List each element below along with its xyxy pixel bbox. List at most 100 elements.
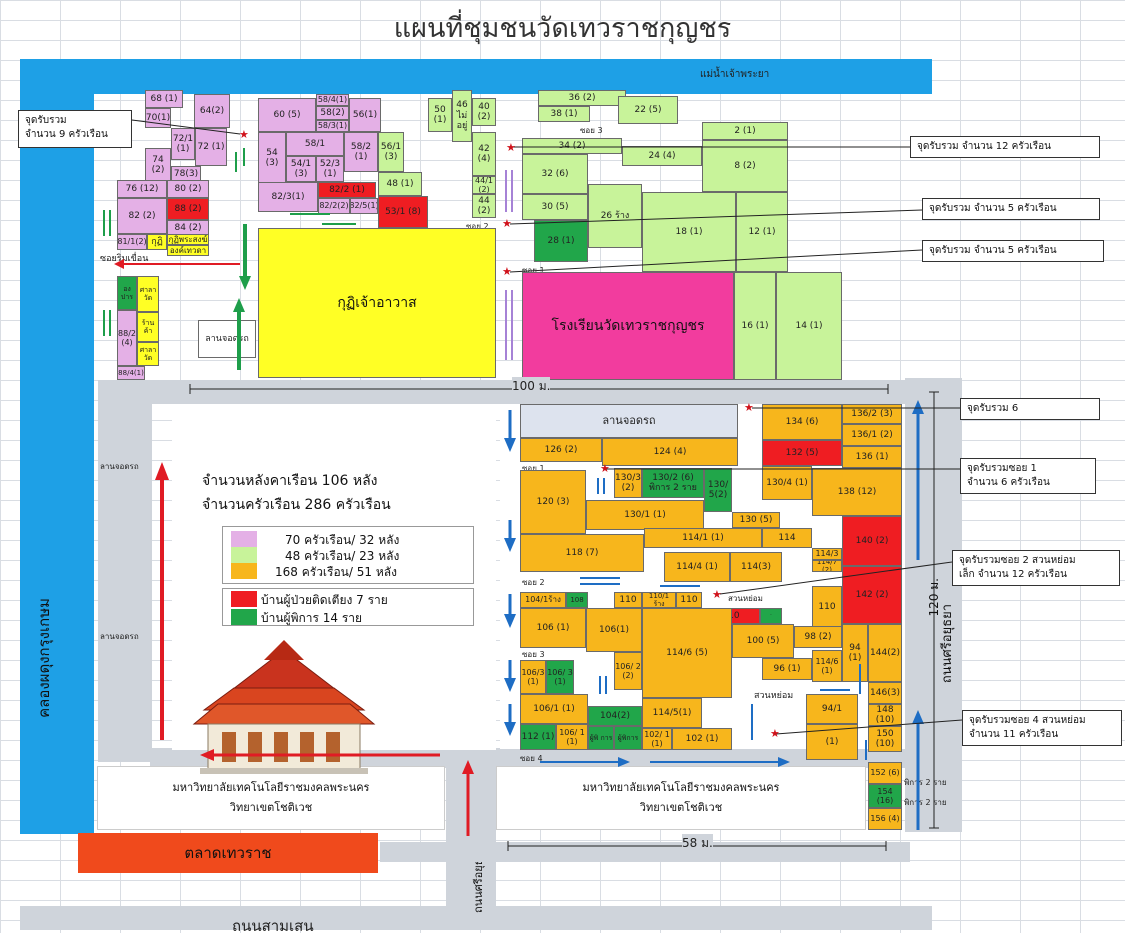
plot: 104/1ร้าง	[520, 592, 566, 608]
plot: 64(2)	[194, 94, 230, 128]
plot: 24 (4)	[622, 146, 702, 166]
plot: 26 ร้าง	[588, 184, 642, 248]
chao-phraya-river	[20, 59, 932, 94]
plot: 130 (5)	[732, 512, 780, 528]
plot: (1)	[806, 724, 858, 760]
legend-swatch	[231, 591, 257, 607]
plot: 14 (1)	[776, 272, 842, 380]
callout-text: จุดรับรวม จำนวน 5 ครัวเรือน	[929, 245, 1057, 256]
gathering-point-star: ★	[712, 588, 722, 601]
plot: 106 (1)	[520, 608, 586, 648]
parking-area: ลานจอดรถ	[198, 320, 256, 358]
market: ตลาดเทวราช	[78, 833, 378, 873]
plot: 54/1 (3)	[286, 156, 316, 182]
plot: 38 (1)	[538, 106, 590, 122]
callout-text: จุดรับรวมซอย 1	[967, 463, 1037, 474]
legend-swatch	[231, 547, 257, 563]
lane-label: ซอยริมเขื่อน	[100, 254, 149, 264]
plot: 102/ 1 (1)	[642, 728, 672, 750]
callout-text: จุดรับรวมซอย 2 สวนหย่อม	[959, 555, 1076, 566]
plot: 108	[566, 592, 588, 608]
dimension-width-top: 100 ม.	[512, 377, 551, 396]
plot: 18 (1)	[642, 192, 736, 272]
plot: 136 (1)	[842, 446, 902, 468]
road-left-lane	[98, 380, 152, 762]
plot: 70(1)	[145, 108, 171, 128]
lane-label: สวนหย่อม	[754, 691, 794, 701]
callout-text: จุดรับรวม 6	[967, 403, 1019, 414]
lane-label: ซอย 3	[522, 650, 545, 659]
monk-quarters: กุฏิเจ้าอาวาส	[258, 228, 496, 378]
plot: 112 (1)	[520, 724, 556, 750]
plot: 82/5(1)	[350, 198, 378, 214]
plot: 8 (2)	[702, 140, 788, 192]
canal-label: คลองผดุงกรุงเกษม	[35, 598, 53, 718]
plot: 82/2 (1)	[318, 182, 376, 198]
legend-text: 70 ครัวเรือน/ 32 หลัง	[285, 533, 400, 547]
houses-stat: จำนวนหลังคาเรือน 106 หลัง	[202, 473, 378, 489]
plot: 126 (2)	[520, 438, 602, 462]
plot: 28 (1)	[534, 220, 588, 262]
plot: องปาร	[117, 276, 137, 310]
plot: 130/3 (2)	[614, 468, 642, 498]
plot: 150 (10)	[868, 726, 902, 752]
plot: 120 (3)	[520, 470, 586, 534]
map-title: แผนที่ชุมชนวัดเทวราชกุญชร	[393, 13, 732, 44]
plot: 58/3(1)	[316, 120, 349, 132]
disabled-note: พิการ 2 ราย	[904, 798, 947, 807]
plot: 114(3)	[730, 552, 782, 582]
plot: 114/5(1)	[642, 698, 702, 728]
legend-text: 168 ครัวเรือน/ 51 หลัง	[275, 565, 397, 579]
plot: ศาลาวัด	[137, 276, 159, 312]
plot: 88/4(1)	[117, 366, 145, 380]
lane-label: ซอย 2	[522, 578, 545, 587]
callout-text: จำนวน 6 ครัวเรือน	[967, 476, 1050, 488]
callout-text: จำนวน 9 ครัวเรือน	[25, 128, 108, 140]
callout-text: จุดรับรวม	[25, 115, 67, 126]
plot: 148 (10)	[868, 704, 902, 726]
university-east-line2: วิทยาเขตโชติเวช	[639, 801, 723, 814]
plot: 94/1	[806, 694, 858, 724]
plot: 114/3	[812, 548, 842, 560]
river-label: แม่น้ำเจ้าพระยา	[700, 69, 770, 80]
plot: 118 (7)	[520, 534, 644, 572]
plot: 82 (2)	[117, 198, 167, 234]
legend-swatch	[231, 531, 257, 547]
callout-point-6: จุดรับรวม 6	[960, 398, 1100, 420]
plot: 56/1 (3)	[378, 132, 404, 172]
university-west-line2: วิทยาเขตโชติเวช	[229, 801, 313, 814]
plot: 106/ 1 (1)	[556, 724, 588, 750]
households-stat: จำนวนครัวเรือน 286 ครัวเรือน	[202, 497, 391, 513]
legend-swatch	[231, 609, 257, 625]
plot: 58/2 (1)	[344, 132, 378, 172]
plot: 144(2)	[868, 624, 902, 682]
lane-label: ซอย 1	[522, 464, 545, 473]
plot: 104(2)	[588, 706, 642, 726]
plot: 106/ 3 (1)	[546, 660, 574, 694]
gathering-point-star: ★	[502, 217, 512, 230]
plot: 81/1(2)	[117, 234, 147, 250]
plot: 80 (2)	[167, 180, 209, 198]
plot: 110	[760, 608, 782, 624]
canal	[20, 59, 94, 834]
plot: 124 (4)	[602, 438, 738, 466]
plot: 60 (5)	[258, 98, 316, 132]
university-east-line1: มหาวิทยาลัยเทคโนโลยีราชมงคลพระนคร	[582, 781, 780, 795]
callout-text: จำนวน 11 ครัวเรือน	[969, 728, 1059, 740]
plot: ผู้พิการ	[614, 726, 642, 750]
plot: 130/1 (1)	[586, 500, 704, 530]
gathering-point-star: ★	[600, 462, 610, 475]
plot: 54 (3)	[258, 132, 286, 184]
school: โรงเรียนวัดเทวราชกุญชร	[522, 272, 734, 380]
callout-point-5a: จุดรับรวม จำนวน 5 ครัวเรือน	[922, 198, 1100, 220]
plot: 130/ 5(2)	[704, 468, 732, 512]
plot: 46 ไม่ อยู่	[452, 90, 472, 142]
plot: 110	[614, 592, 642, 608]
plot: 2 (1)	[702, 122, 788, 140]
plot: 140 (2)	[842, 516, 902, 566]
callout-point-12: จุดรับรวม จำนวน 12 ครัวเรือน	[910, 136, 1100, 158]
plot: 58/4(1)	[316, 94, 349, 106]
plot: 22 (5)	[618, 96, 678, 124]
plot: กุฏิพระสงฆ์	[167, 234, 209, 245]
university-east: มหาวิทยาลัยเทคโนโลยีราชมงคลพระนครวิทยาเข…	[496, 766, 866, 830]
